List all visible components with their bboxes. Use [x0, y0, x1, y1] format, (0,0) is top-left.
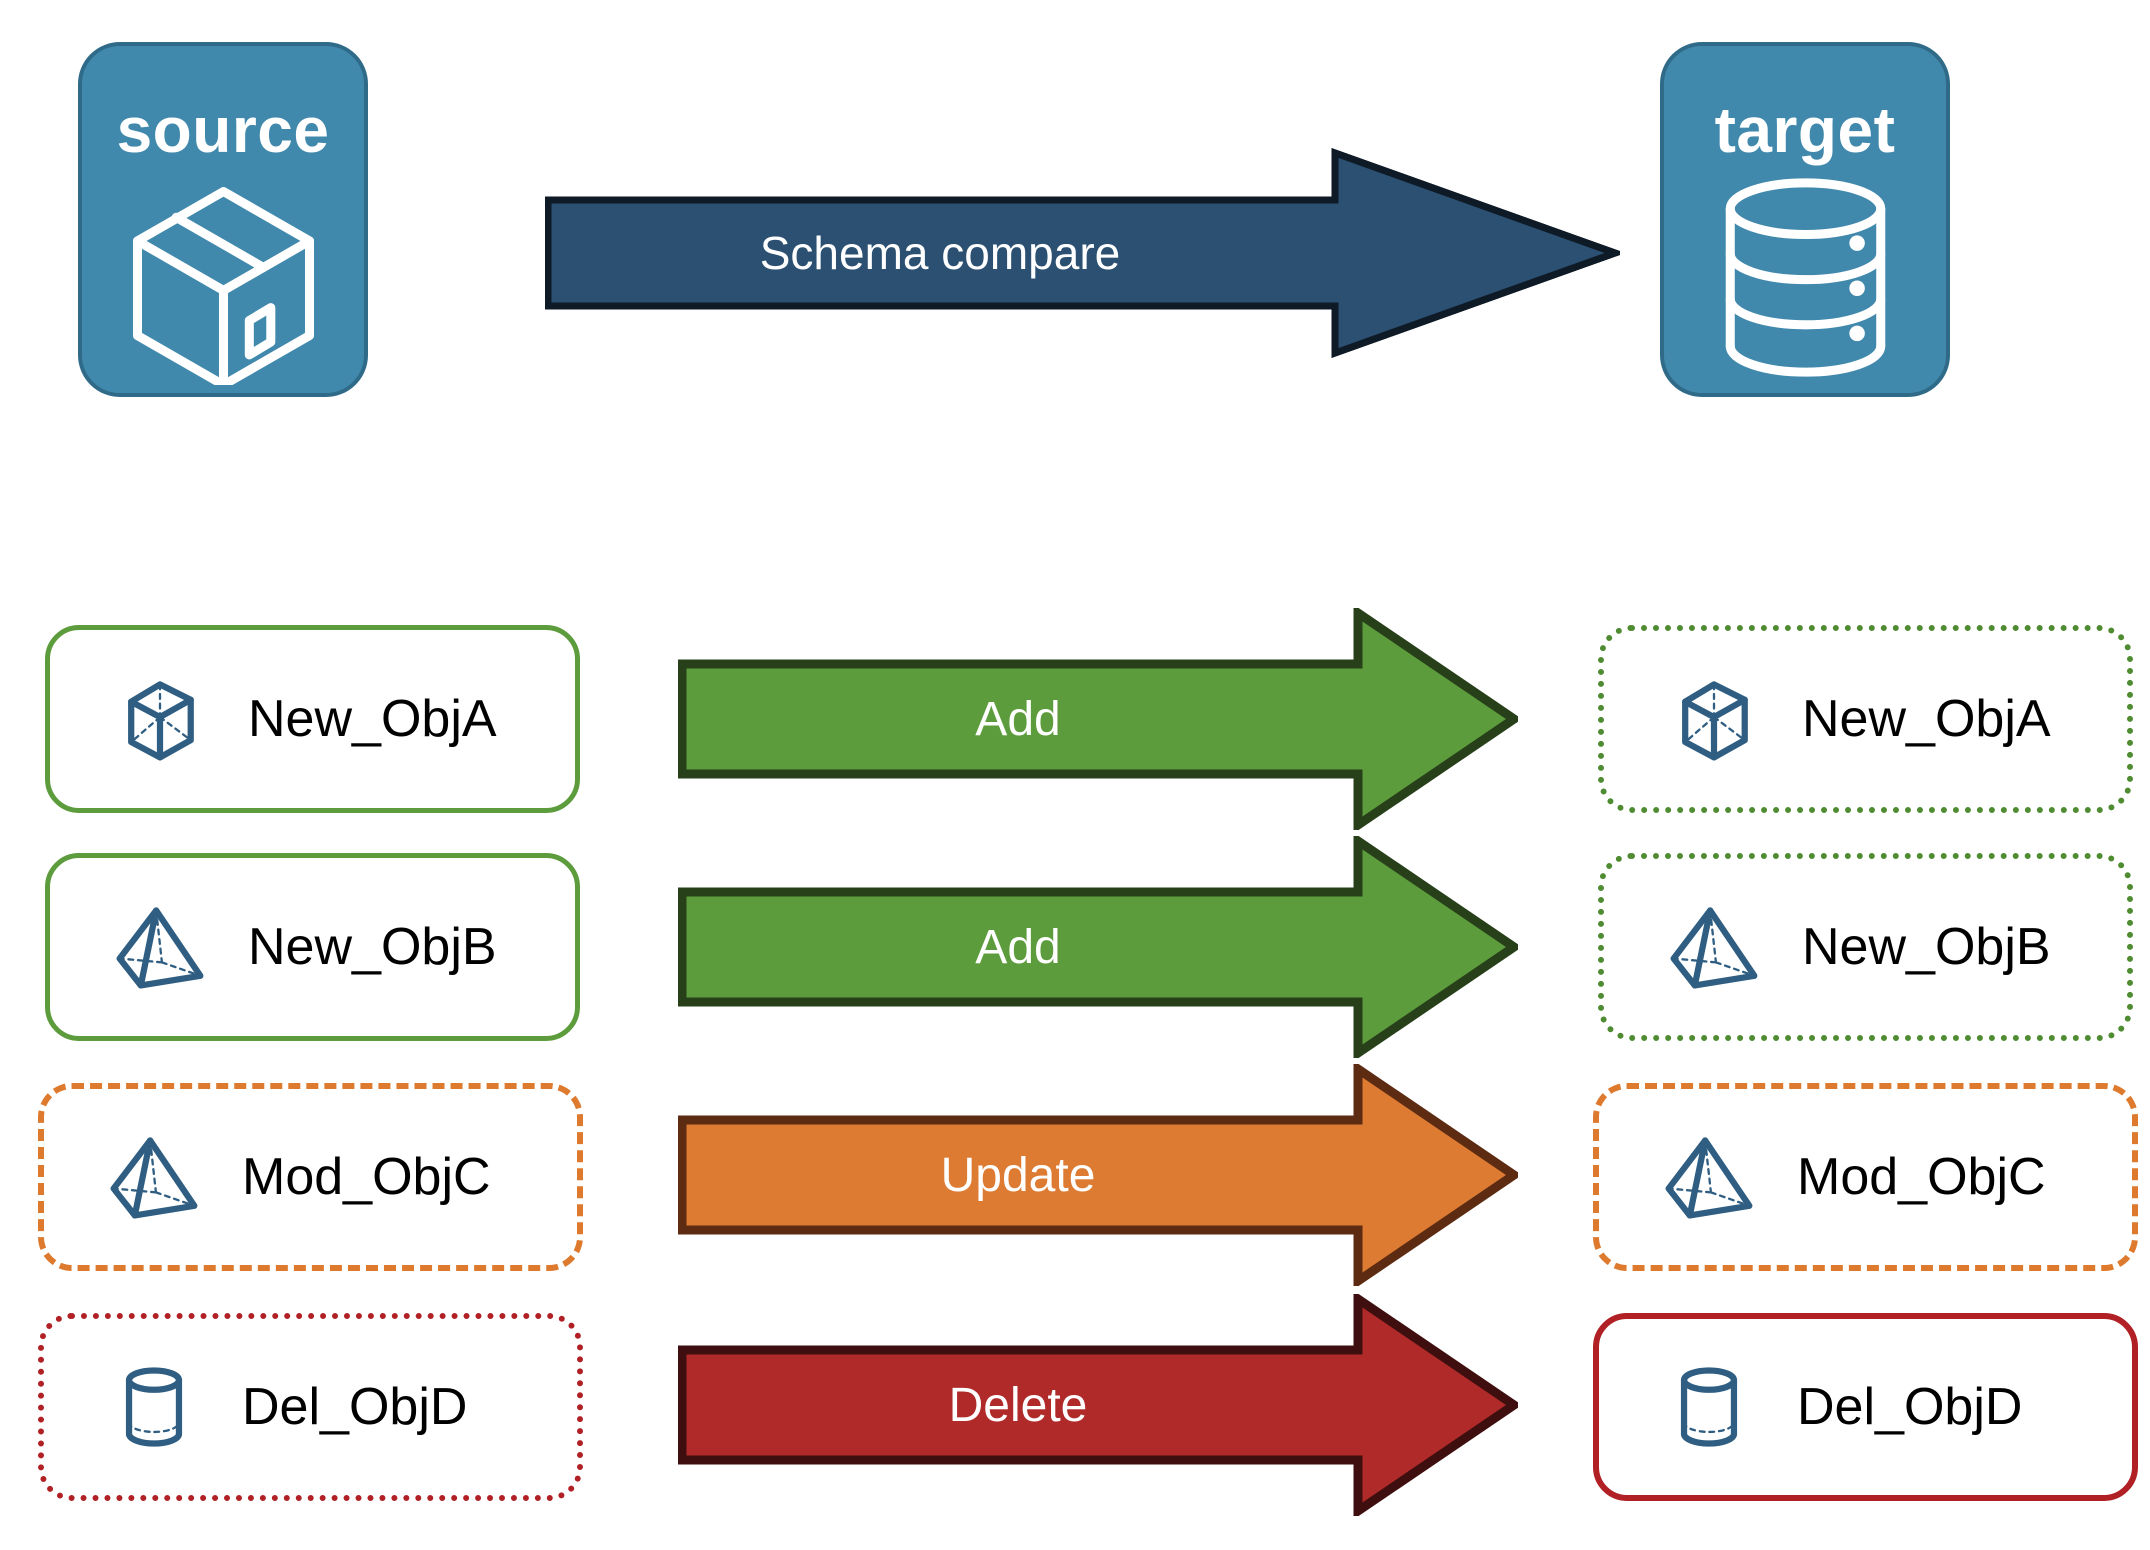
schema-compare-arrow[interactable]: Schema compare: [544, 148, 1626, 358]
wireframe-cube-icon: [1666, 671, 1762, 767]
action-arrow-label: Add: [975, 920, 1061, 974]
target-object-card[interactable]: Mod_ObjC: [1593, 1083, 2138, 1271]
action-arrow-add[interactable]: Add: [677, 832, 1523, 1062]
source-object-label: New_ObjA: [248, 690, 497, 748]
wireframe-pyramid-icon: [106, 1129, 202, 1225]
wireframe-cylinder-icon: [106, 1359, 202, 1455]
wireframe-cube-icon: [112, 671, 208, 767]
wireframe-pyramid-icon: [1666, 899, 1762, 995]
source-endpoint-card[interactable]: source: [78, 42, 368, 397]
source-object-label: Mod_ObjC: [242, 1148, 491, 1206]
source-object-card[interactable]: Mod_ObjC: [38, 1083, 583, 1271]
target-object-card[interactable]: New_ObjB: [1598, 853, 2133, 1041]
action-arrow-label: Delete: [948, 1378, 1088, 1432]
target-object-label: Del_ObjD: [1797, 1378, 2023, 1436]
action-arrow-add[interactable]: Add: [677, 604, 1523, 834]
wireframe-pyramid-icon: [112, 899, 208, 995]
source-object-card[interactable]: New_ObjA: [45, 625, 580, 813]
target-object-card[interactable]: New_ObjA: [1598, 625, 2133, 813]
target-title: target: [1714, 94, 1896, 166]
wireframe-pyramid-icon: [1661, 1129, 1757, 1225]
target-object-card[interactable]: Del_ObjD: [1593, 1313, 2138, 1501]
action-arrow-delete[interactable]: Delete: [677, 1290, 1523, 1520]
target-endpoint-card[interactable]: target: [1660, 42, 1950, 397]
source-object-label: New_ObjB: [248, 918, 497, 976]
action-arrow-label: Update: [940, 1148, 1096, 1202]
target-object-label: New_ObjA: [1802, 690, 2051, 748]
source-title: source: [116, 94, 330, 166]
action-arrow-update[interactable]: Update: [677, 1060, 1523, 1290]
package-box-icon: [82, 162, 364, 393]
schema-compare-label: Schema compare: [759, 227, 1121, 279]
action-arrow-label: Add: [975, 692, 1061, 746]
wireframe-cylinder-icon: [1661, 1359, 1757, 1455]
database-cylinder-icon: [1664, 162, 1946, 393]
target-object-label: New_ObjB: [1802, 918, 2051, 976]
source-object-card[interactable]: Del_ObjD: [38, 1313, 583, 1501]
source-object-label: Del_ObjD: [242, 1378, 468, 1436]
target-object-label: Mod_ObjC: [1797, 1148, 2046, 1206]
source-object-card[interactable]: New_ObjB: [45, 853, 580, 1041]
